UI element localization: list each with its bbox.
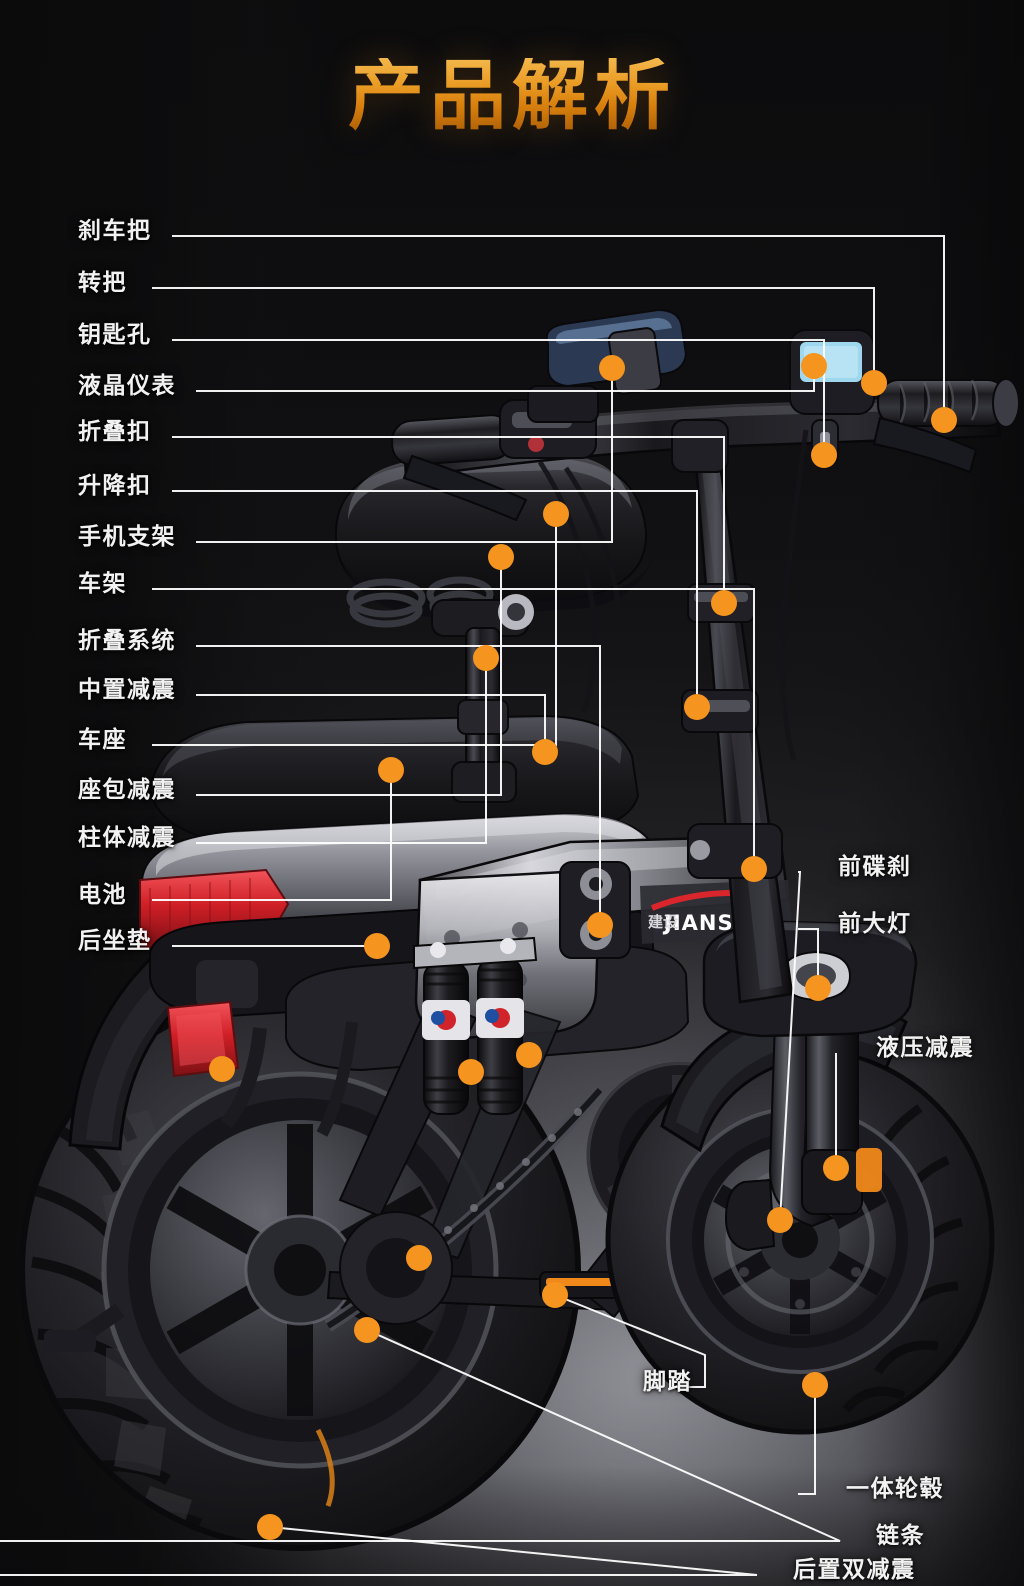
callout-label-chain: 链条 [876, 1523, 925, 1549]
callout-label-brake-lever: 刹车把 [78, 218, 152, 244]
callout-label-battery: 电池 [78, 882, 127, 908]
callout-label-phone-holder: 手机支架 [78, 524, 176, 550]
callout-label-headlight: 前大灯 [838, 911, 912, 937]
callout-label-frame: 车架 [78, 571, 127, 597]
callout-label-pedal: 脚踏 [643, 1369, 692, 1395]
callout-label-throttle: 转把 [78, 270, 127, 296]
callout-label-folding-system: 折叠系统 [78, 628, 176, 654]
callout-label-lcd-meter: 液晶仪表 [78, 373, 176, 399]
callout-label-rear-cushion: 后坐垫 [78, 928, 152, 954]
callout-label-seat-bag-shock: 座包减震 [78, 777, 176, 803]
callout-label-seat: 车座 [78, 727, 127, 753]
svg-text:建设: 建设 [648, 913, 678, 931]
callout-label-front-disc-brake: 前碟刹 [838, 854, 912, 880]
phone-holder [527, 308, 688, 423]
callout-label-mid-shock: 中置减震 [78, 677, 176, 703]
page-title: 产品解析 [0, 58, 1024, 134]
rear-dual-shock [413, 936, 538, 1115]
seat-post [451, 627, 517, 803]
taillight [166, 1000, 240, 1078]
folding-hinge [559, 861, 631, 959]
callout-label-folding-buckle: 折叠扣 [78, 419, 152, 445]
callout-label-column-shock: 柱体减震 [78, 825, 176, 851]
callout-label-integrated-hub: 一体轮毂 [846, 1476, 944, 1502]
callout-label-hydraulic-shock: 液压减震 [876, 1035, 974, 1061]
callout-label-lift-buckle: 升降扣 [78, 473, 152, 499]
callout-label-keyhole: 钥匙孔 [78, 322, 152, 348]
callout-label-rear-dual-shock: 后置双减震 [793, 1557, 916, 1583]
